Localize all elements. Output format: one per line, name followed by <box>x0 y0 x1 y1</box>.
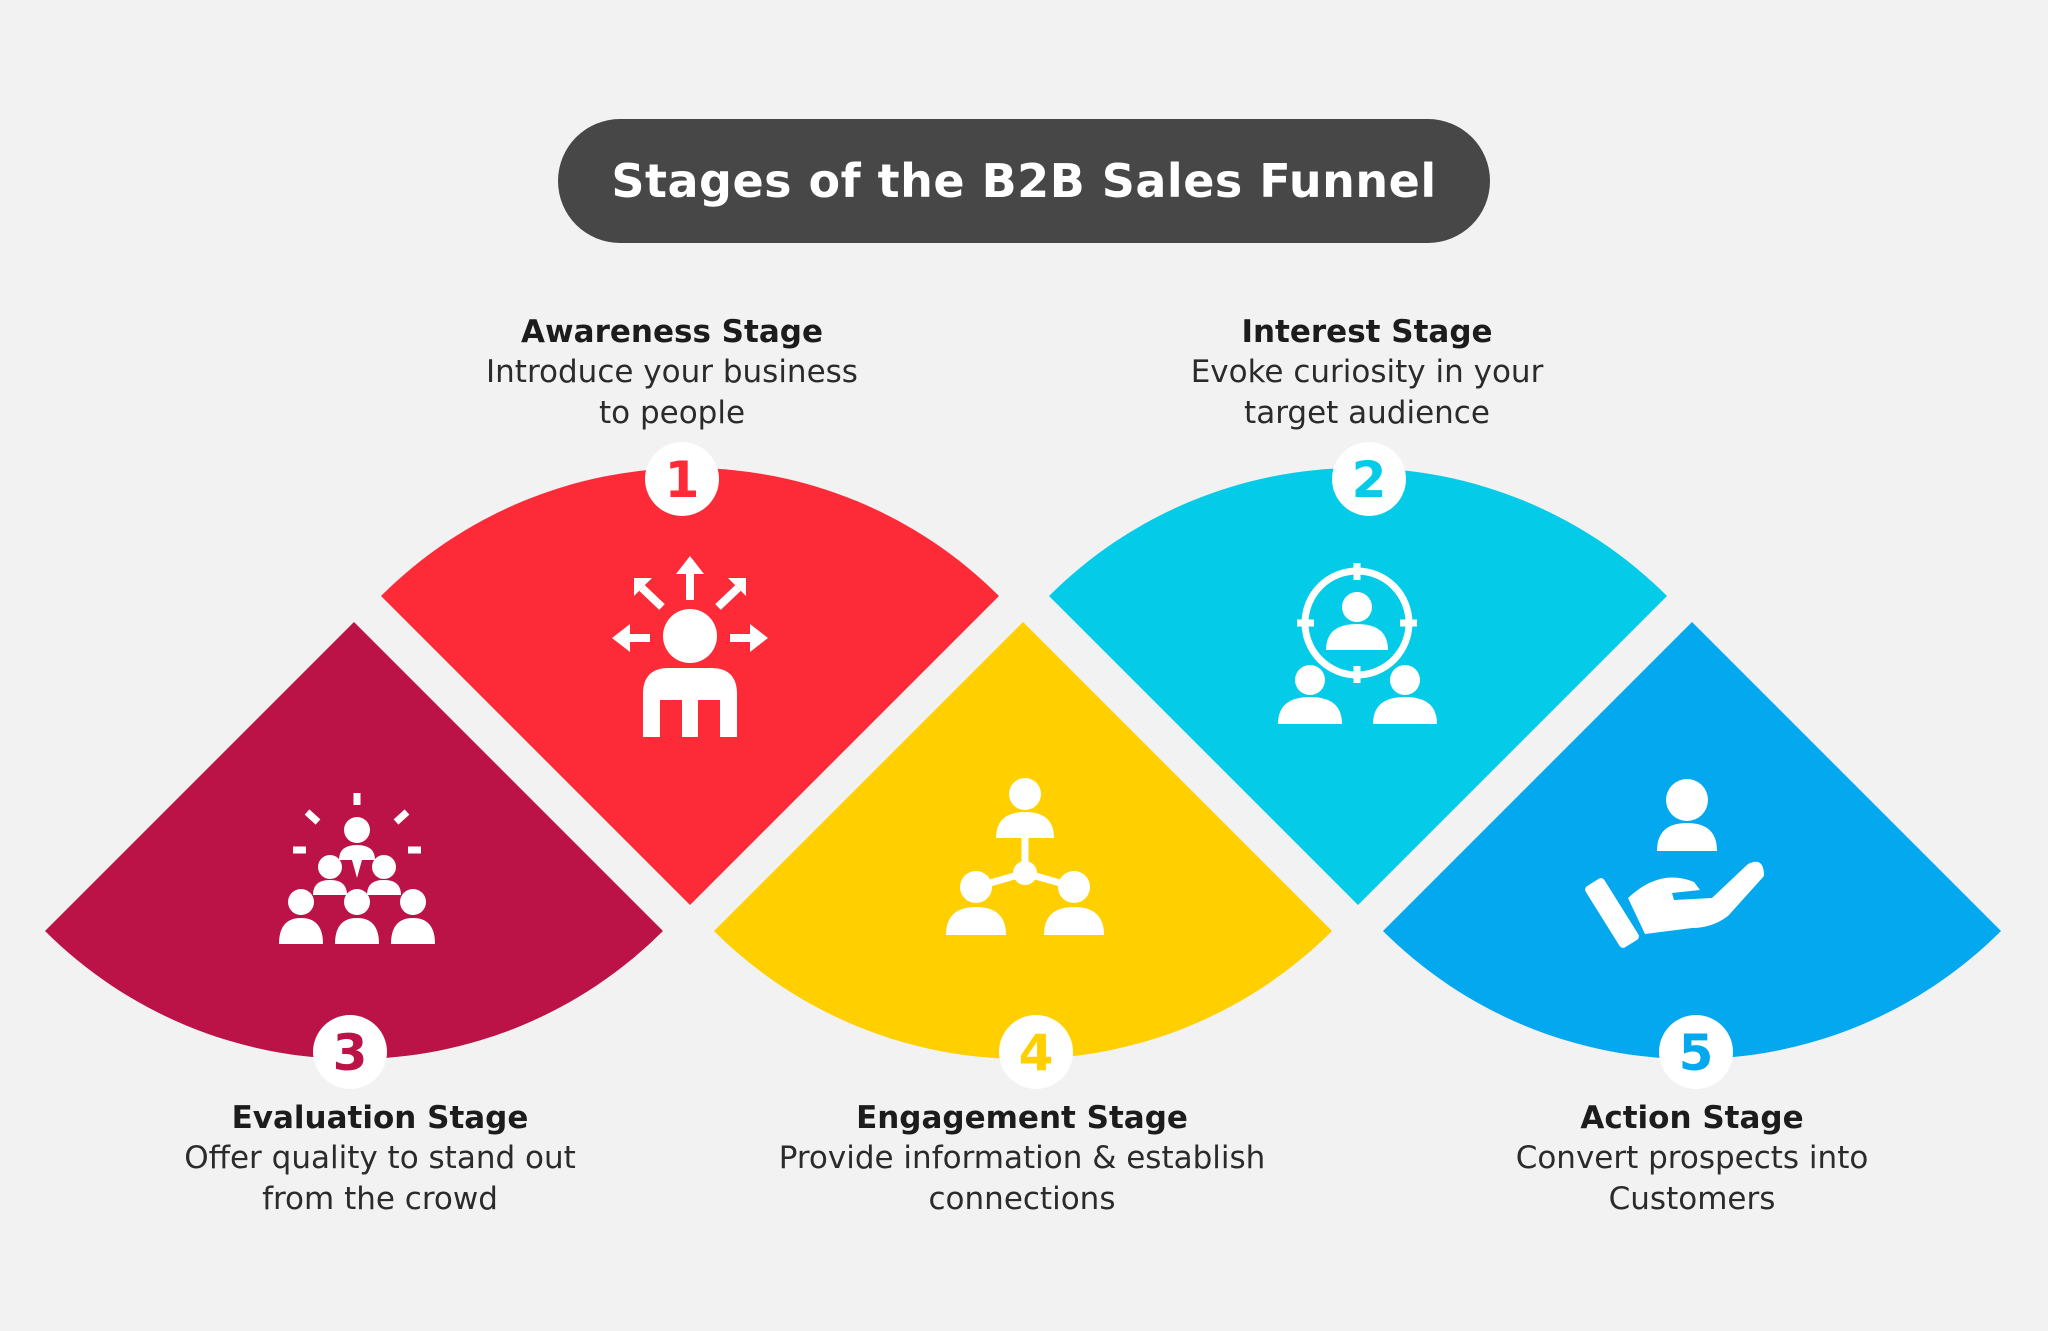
stage-4-description: Provide information & establish connecti… <box>778 1140 1266 1217</box>
stage-1-badge: 1 <box>645 442 719 516</box>
stage-5-badge: 5 <box>1659 1015 1733 1089</box>
stage-5-number: 5 <box>1679 1024 1714 1082</box>
network-connections-icon <box>946 778 1104 935</box>
stage-2-name: Interest Stage <box>1241 314 1493 350</box>
target-audience-icon <box>1278 563 1437 724</box>
stage-2-badge: 2 <box>1332 442 1406 516</box>
standout-crowd-icon <box>279 793 435 944</box>
stage-3-name: Evaluation Stage <box>231 1100 529 1136</box>
hand-holding-person-icon <box>1585 779 1764 948</box>
stage-4-badge: 4 <box>999 1015 1073 1089</box>
stage-2-label: Interest Stage Evoke curiosity in your t… <box>1107 312 1627 434</box>
person-broadcast-arrows-icon <box>612 556 768 737</box>
stage-5-description: Convert prospects into Customers <box>1515 1140 1869 1217</box>
title-banner: Stages of the B2B Sales Funnel <box>558 119 1490 243</box>
stage-1-label: Awareness Stage Introduce your business … <box>412 312 932 434</box>
stage-1-number: 1 <box>665 451 700 509</box>
stage-4-number: 4 <box>1019 1024 1054 1082</box>
stage-1-name: Awareness Stage <box>521 314 823 350</box>
page-title: Stages of the B2B Sales Funnel <box>611 154 1437 208</box>
stage-5-label: Action Stage Convert prospects into Cust… <box>1432 1098 1952 1220</box>
stage-4-name: Engagement Stage <box>856 1100 1188 1136</box>
stage-2-number: 2 <box>1352 451 1387 509</box>
stage-1-description: Introduce your business to people <box>486 354 858 431</box>
stage-2-sector <box>1049 468 1667 905</box>
stage-3-number: 3 <box>333 1024 368 1082</box>
stage-3-label: Evaluation Stage Offer quality to stand … <box>120 1098 640 1220</box>
stage-3-description: Offer quality to stand out from the crow… <box>184 1140 576 1217</box>
stage-5-name: Action Stage <box>1580 1100 1804 1136</box>
stage-2-description: Evoke curiosity in your target audience <box>1190 354 1544 431</box>
stage-3-badge: 3 <box>313 1015 387 1089</box>
stage-4-label: Engagement Stage Provide information & e… <box>762 1098 1282 1220</box>
